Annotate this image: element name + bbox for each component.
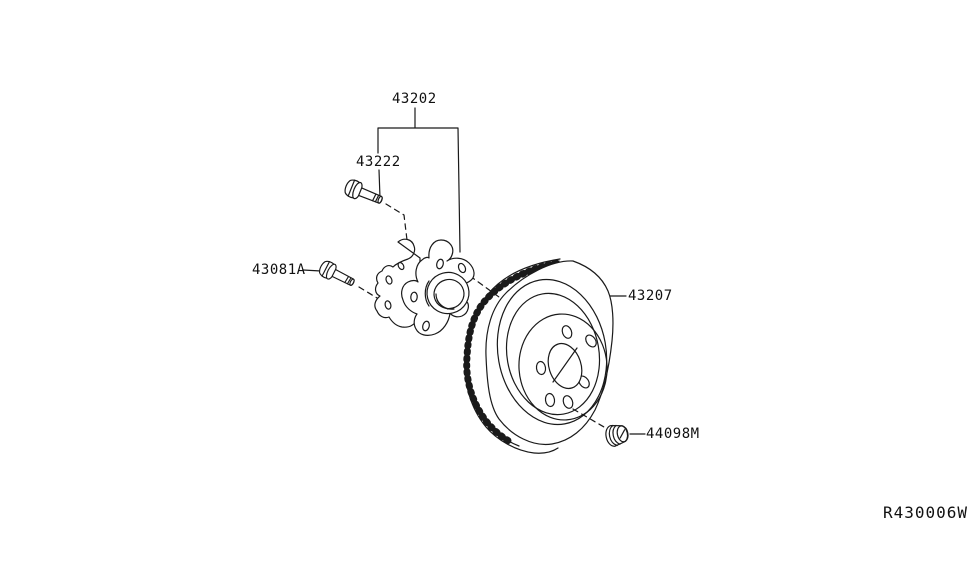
bolt-head-facet <box>321 260 331 277</box>
hub-stud-hole <box>422 320 430 332</box>
rotor-lug-hole <box>544 392 556 408</box>
diagram-ref-code: R430006W <box>883 503 969 522</box>
hub-ring-side-wall <box>424 280 430 307</box>
hub-rear-ear-hole <box>384 300 392 310</box>
brake-rotor-drawing <box>463 258 614 454</box>
hub-to-rotor-axis-dash <box>469 275 500 298</box>
bolt-tip <box>377 195 383 204</box>
cap-rib <box>608 424 618 447</box>
rotor-lug-hole <box>562 395 574 409</box>
rotor-face-inner-ring-inner <box>505 292 601 416</box>
hub-stud-hole <box>436 258 444 270</box>
callout-flange-bolt[interactable]: 43081A <box>252 262 306 278</box>
callout-leader-lines <box>302 107 646 435</box>
rotor-lug-hole <box>535 360 547 376</box>
callout-cap[interactable]: 44098M <box>646 426 700 442</box>
bolt-tip <box>349 278 355 286</box>
rotor-face-inner-ring-outer <box>496 278 608 426</box>
rotor-band-hatching <box>463 259 560 447</box>
bolt-head-facet <box>347 179 356 197</box>
cap-face-slot <box>619 429 626 439</box>
callout-hub-bolt[interactable]: 43222 <box>356 154 401 170</box>
hub-stud-hole <box>457 262 467 274</box>
hub-assembly-bracket <box>377 107 461 253</box>
hub-assembly-drawing <box>374 238 475 336</box>
callout-rotor[interactable]: 43207 <box>628 288 673 304</box>
bolt-thread-line <box>344 276 350 284</box>
hub-bolt-axis-dash <box>385 203 408 241</box>
hub-rear-ear-hole <box>397 261 405 271</box>
hub-bore-depth-arc <box>435 293 449 310</box>
hub-bolt-leader <box>378 169 381 199</box>
rotor-to-cap-axis-dash <box>572 408 605 428</box>
cap-drawing <box>605 424 629 447</box>
flange-bolt-leader <box>302 269 322 272</box>
hub-rear-ear-hole <box>385 275 393 285</box>
cap-rib <box>612 424 621 445</box>
rotor-lug-hole <box>561 325 573 339</box>
flange-bolt-drawing <box>319 260 355 286</box>
callout-hub-assembly[interactable]: 43202 <box>392 91 437 107</box>
bolt-thread-line <box>374 194 380 203</box>
rotor-hat-section <box>518 313 608 421</box>
bolt-thread-line <box>346 277 352 285</box>
rotor-bore-depth-line <box>552 347 578 383</box>
rotor-lug-hole <box>585 334 597 348</box>
bolt-shank <box>331 268 355 286</box>
hub-stud-hole <box>410 291 418 303</box>
bolt-thread-line <box>372 193 377 202</box>
hub-bolt-drawing <box>344 179 383 204</box>
hub-center-ring-inner <box>433 278 465 310</box>
